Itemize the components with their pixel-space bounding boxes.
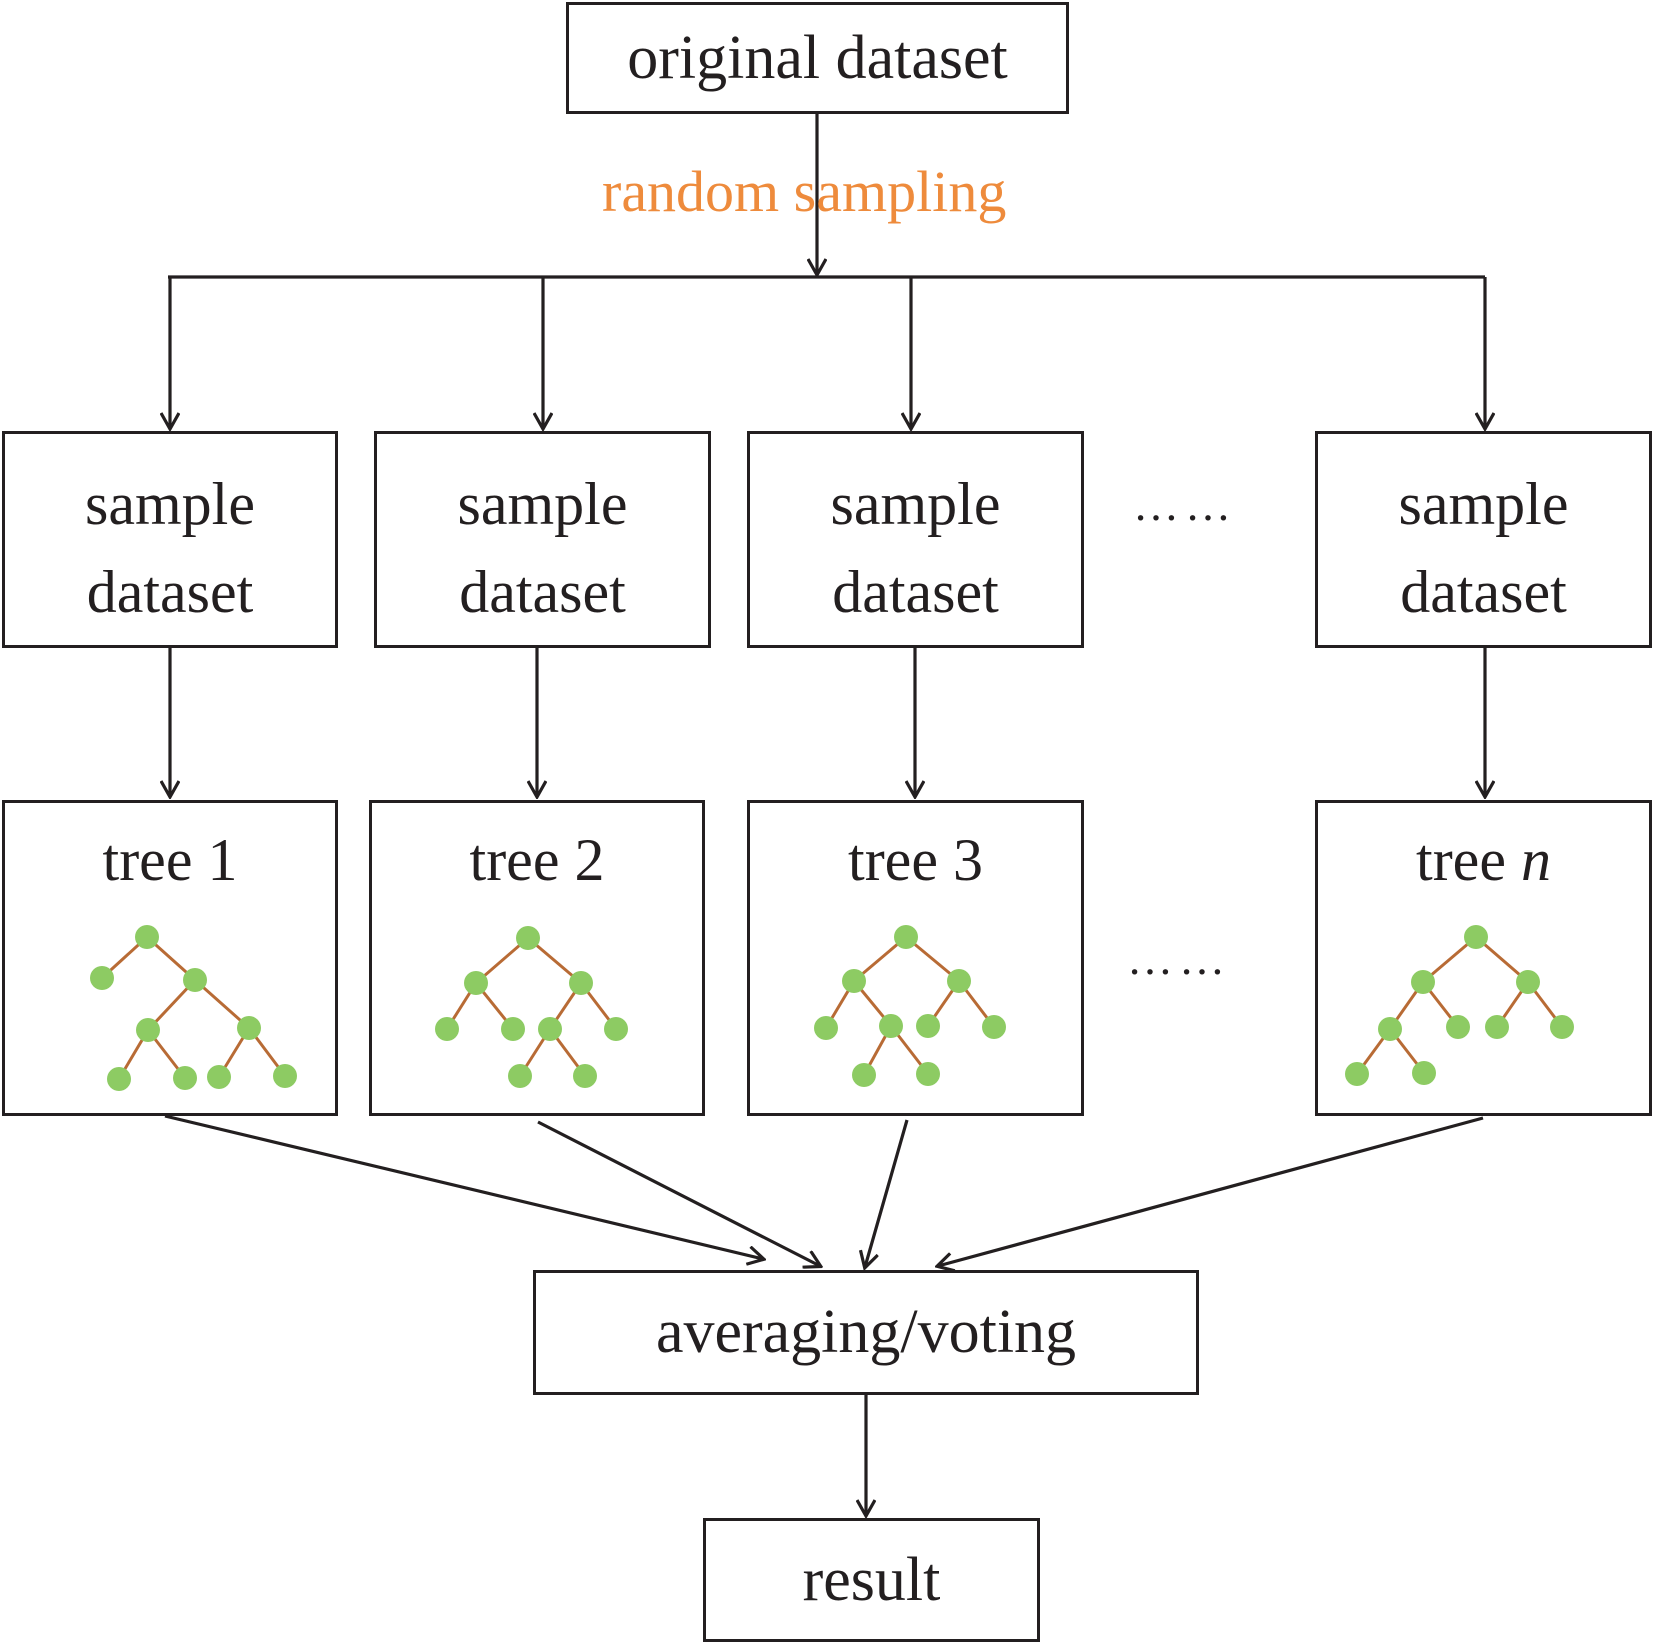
sample-dataset-line1: sample bbox=[85, 471, 255, 537]
decision-tree-icon bbox=[90, 925, 297, 1091]
tree-box-2: tree 2 bbox=[369, 800, 705, 1116]
sample-dataset-box-2: sample dataset bbox=[374, 431, 711, 648]
random-sampling-label: random sampling bbox=[602, 160, 1006, 224]
sample-dataset-line2: dataset bbox=[459, 559, 626, 625]
tree-title: tree 3 bbox=[848, 827, 983, 893]
averaging-voting-label: averaging/voting bbox=[655, 1298, 1077, 1366]
random-sampling-text: random sampling bbox=[602, 159, 1007, 224]
sample-dataset-line1: sample bbox=[830, 471, 1001, 537]
tree-title: tree 1 bbox=[102, 827, 238, 893]
sample-dataset-box-n: sample dataset bbox=[1315, 431, 1652, 648]
decision-tree-icon bbox=[435, 926, 628, 1088]
tree-box-3: tree 3 bbox=[747, 800, 1084, 1116]
tree-box-n: tree n bbox=[1315, 800, 1652, 1116]
ellipsis-trees: …… bbox=[1127, 933, 1231, 984]
tree-title: tree n bbox=[1416, 827, 1551, 893]
original-dataset-box: original dataset bbox=[566, 2, 1069, 114]
tree-title: tree 2 bbox=[469, 827, 605, 893]
tree-box-1: tree 1 bbox=[2, 800, 338, 1116]
sample-dataset-line1: sample bbox=[457, 471, 628, 537]
sample-dataset-line2: dataset bbox=[86, 559, 254, 625]
arrow-tree-1-to-aggregate bbox=[164, 1114, 763, 1259]
original-dataset-label: original dataset bbox=[627, 23, 1008, 92]
sample-dataset-line1: sample bbox=[1398, 471, 1569, 537]
arrow-tree-2-to-aggregate bbox=[537, 1120, 820, 1266]
averaging-voting-box: averaging/voting bbox=[533, 1270, 1199, 1395]
decision-tree-icon bbox=[814, 925, 1006, 1087]
sample-dataset-line2: dataset bbox=[1400, 559, 1567, 625]
arrow-tree-3-to-aggregate bbox=[865, 1119, 909, 1267]
result-label: result bbox=[802, 1545, 941, 1614]
sample-dataset-box-1: sample dataset bbox=[2, 431, 338, 648]
ellipsis-samples: …… bbox=[1133, 479, 1237, 530]
sample-dataset-line2: dataset bbox=[832, 559, 999, 625]
sample-dataset-box-3: sample dataset bbox=[747, 431, 1084, 648]
decision-tree-icon bbox=[1345, 925, 1574, 1086]
arrow-tree-n-to-aggregate bbox=[938, 1116, 1484, 1266]
result-box: result bbox=[703, 1518, 1040, 1642]
